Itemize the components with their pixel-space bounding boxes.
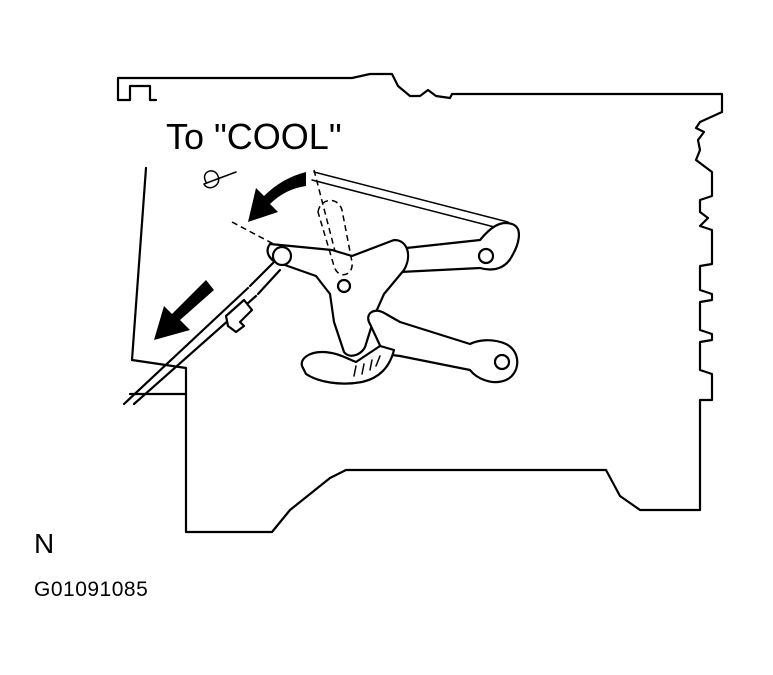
gear-sector (300, 344, 396, 385)
lower-lever-arm (367, 309, 519, 384)
upper-lever-hole (477, 247, 495, 265)
control-cable (122, 245, 293, 406)
figure-code: G01091085 (34, 578, 149, 601)
cool-direction-callout: To "COOL" (166, 116, 342, 157)
view-letter: N (34, 528, 55, 559)
housing-outline (116, 72, 724, 534)
pull-direction-arrow-icon (154, 280, 214, 340)
gear-teeth (353, 355, 381, 377)
lever-pivot (336, 278, 352, 294)
curved-arrow-icon (248, 172, 306, 222)
spring-clip (203, 170, 237, 189)
lower-lever-hole (493, 353, 511, 371)
lever-slot (317, 199, 353, 276)
damper-cable (311, 171, 509, 231)
